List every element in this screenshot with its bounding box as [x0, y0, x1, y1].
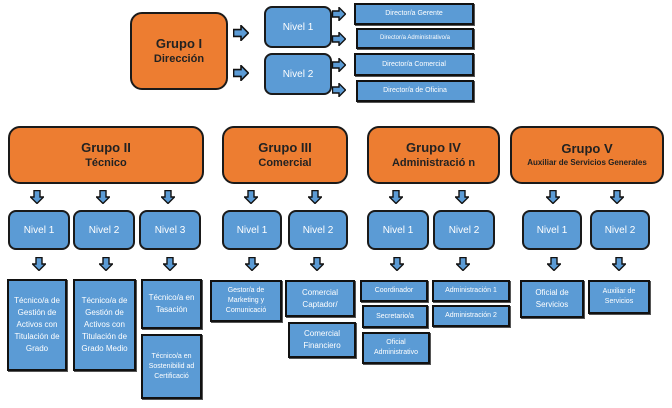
level-box: Nivel 2: [73, 210, 135, 250]
level-box: Nivel 2: [264, 53, 332, 95]
group-box-III: Grupo III Comercial: [222, 126, 348, 184]
level-box: Nivel 2: [590, 210, 650, 250]
role-box: Director/a Administrativo/a: [356, 28, 474, 49]
role-box: Administración 1: [432, 280, 510, 302]
arrow-right-icon: [332, 32, 346, 46]
arrow-down-icon: [163, 257, 177, 271]
role-box: Comercial Captador/: [285, 280, 355, 317]
group-box-II: Grupo II Técnico: [8, 126, 204, 184]
arrow-down-icon: [390, 257, 404, 271]
arrow-down-icon: [32, 257, 46, 271]
role-box: Administración 2: [432, 305, 510, 327]
arrow-right-icon: [233, 65, 249, 81]
arrow-down-icon: [547, 257, 561, 271]
arrow-down-icon: [610, 190, 624, 204]
arrow-down-icon: [161, 190, 175, 204]
group-name: Grupo III: [258, 140, 312, 155]
arrow-down-icon: [612, 257, 626, 271]
level-box: Nivel 3: [139, 210, 201, 250]
group-subtitle: Administració n: [391, 157, 476, 169]
arrow-down-icon: [308, 190, 322, 204]
arrow-down-icon: [455, 190, 469, 204]
arrow-down-icon: [310, 257, 324, 271]
group-box-I: Grupo I Dirección: [130, 12, 228, 90]
role-box: Gestor/a de Marketing y Comunicació: [210, 280, 282, 322]
arrow-down-icon: [546, 190, 560, 204]
role-box: Comercial Financiero: [288, 322, 356, 358]
level-box: Nivel 1: [367, 210, 429, 250]
group-box-IV: Grupo IV Administració n: [367, 126, 500, 184]
role-box: Técnico/a de Gestión de Activos con Titu…: [73, 279, 136, 371]
group-name: Grupo V: [561, 141, 613, 156]
role-box: Técnico/a de Gestión de Activos con Titu…: [7, 279, 67, 371]
arrow-down-icon: [99, 257, 113, 271]
level-box: Nivel 1: [522, 210, 582, 250]
arrow-down-icon: [30, 190, 44, 204]
group-subtitle: Técnico: [85, 157, 127, 169]
group-name: Grupo IV: [406, 140, 461, 155]
level-box: Nivel 2: [288, 210, 348, 250]
role-box: Oficial de Servicios: [520, 280, 584, 318]
group-name: Grupo II: [81, 140, 131, 155]
arrow-right-icon: [332, 7, 346, 21]
group-subtitle: Comercial: [258, 157, 312, 169]
role-box: Auxiliar de Servicios: [588, 280, 650, 314]
arrow-right-icon: [332, 83, 346, 97]
role-box: Técnico/a en Tasación: [141, 279, 202, 329]
group-subtitle: Auxiliar de Servicios Generales: [527, 158, 647, 167]
group-name: Grupo I: [155, 36, 203, 51]
level-box: Nivel 1: [222, 210, 282, 250]
role-box: Técnico/a en Sostenibilid ad Certificaci…: [141, 334, 202, 399]
arrow-down-icon: [245, 257, 259, 271]
arrow-down-icon: [244, 190, 258, 204]
arrow-down-icon: [96, 190, 110, 204]
arrow-right-icon: [233, 25, 249, 41]
arrow-down-icon: [389, 190, 403, 204]
role-box: Director/a Comercial: [354, 53, 474, 76]
role-box: Secretario/a: [362, 305, 428, 328]
role-box: Coordinador: [360, 280, 428, 302]
group-box-V: Grupo V Auxiliar de Servicios Generales: [510, 126, 664, 184]
level-box: Nivel 2: [433, 210, 495, 250]
arrow-right-icon: [332, 58, 346, 72]
arrow-down-icon: [456, 257, 470, 271]
level-box: Nivel 1: [8, 210, 70, 250]
level-box: Nivel 1: [264, 6, 332, 48]
role-box: Director/a Gerente: [354, 3, 474, 25]
role-box: Director/a de Oficina: [356, 80, 474, 102]
group-subtitle: Dirección: [153, 53, 205, 65]
role-box: Oficial Administrativo: [362, 332, 430, 364]
